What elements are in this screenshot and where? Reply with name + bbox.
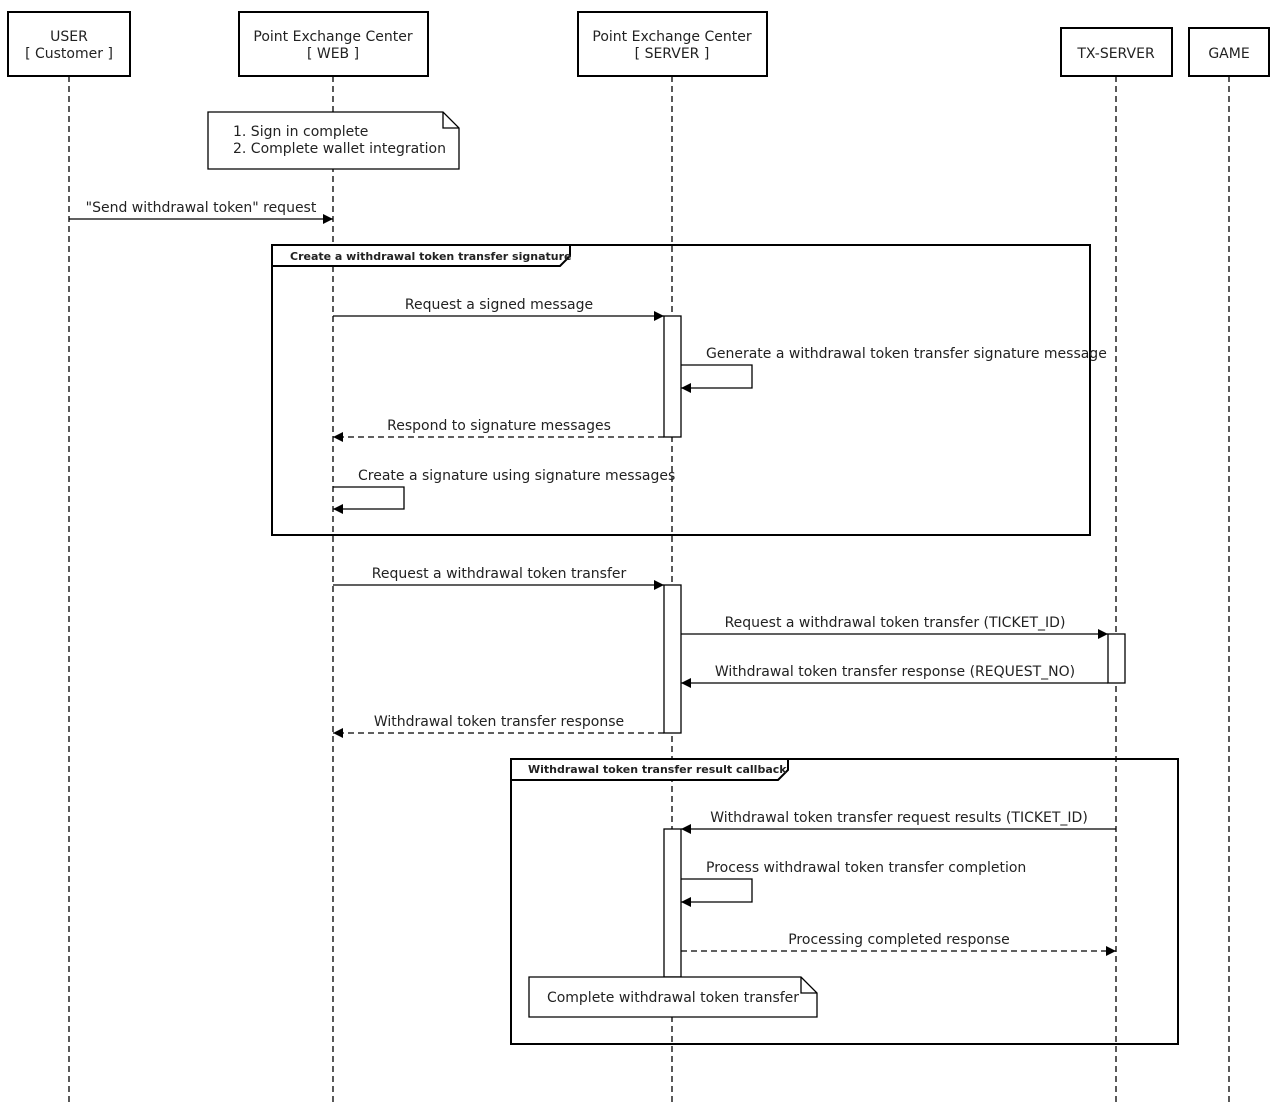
message-create-signature: Create a signature using signature messa… [333, 468, 675, 514]
activation-tx-server [1107, 633, 1126, 684]
frame-callback-label: Withdrawal token transfer result callbac… [528, 763, 787, 776]
message-label: Respond to signature messages [387, 418, 611, 434]
message-generate-signature-message: Generate a withdrawal token transfer sig… [681, 346, 1107, 393]
actor-server-name: Point Exchange Center [592, 29, 751, 45]
message-send-withdrawal-request: "Send withdrawal token" request [69, 200, 333, 224]
activation-server-1 [663, 315, 682, 438]
message-transfer-response: Withdrawal token transfer response [333, 714, 664, 738]
actor-user-role: [ Customer ] [25, 46, 113, 62]
actor-web-role: [ WEB ] [307, 46, 359, 62]
actor-game-name: GAME [1208, 46, 1249, 62]
frame-signature-label: Create a withdrawal token transfer signa… [290, 250, 571, 263]
message-label: Request a withdrawal token transfer (TIC… [725, 615, 1066, 631]
message-label: Withdrawal token transfer response (REQU… [715, 664, 1075, 680]
message-label: Processing completed response [788, 932, 1010, 948]
frame-callback: Withdrawal token transfer result callbac… [510, 758, 1179, 1045]
message-label: Withdrawal token transfer response [374, 714, 624, 730]
message-transfer-request-results: Withdrawal token transfer request result… [681, 810, 1116, 834]
message-label: Withdrawal token transfer request result… [710, 810, 1088, 826]
message-label: Request a withdrawal token transfer [372, 566, 627, 582]
activation-server-2 [663, 584, 682, 734]
note-complete-transfer: Complete withdrawal token transfer [528, 976, 818, 1018]
message-request-transfer-ticket: Request a withdrawal token transfer (TIC… [681, 615, 1108, 639]
actor-web-name: Point Exchange Center [253, 29, 412, 45]
actor-tx-server-name: TX-SERVER [1076, 46, 1155, 62]
message-label: Process withdrawal token transfer comple… [706, 860, 1026, 876]
frame-signature: Create a withdrawal token transfer signa… [271, 244, 1091, 536]
actor-user: USER [ Customer ] [7, 11, 131, 77]
note-preconditions-line2: 2. Complete wallet integration [233, 141, 446, 157]
message-request-withdrawal-transfer: Request a withdrawal token transfer [333, 566, 664, 590]
message-label: Generate a withdrawal token transfer sig… [706, 346, 1107, 362]
message-label: Request a signed message [405, 297, 593, 313]
activation-server-3 [663, 828, 682, 978]
note-complete-transfer-text: Complete withdrawal token transfer [547, 990, 799, 1006]
note-preconditions-line1: 1. Sign in complete [233, 124, 368, 140]
actor-web: Point Exchange Center [ WEB ] [238, 11, 429, 77]
actor-tx-server: TX-SERVER [1060, 27, 1173, 77]
message-process-transfer-completion: Process withdrawal token transfer comple… [681, 860, 1026, 907]
message-request-signed-message: Request a signed message [333, 297, 664, 321]
message-transfer-response-request-no: Withdrawal token transfer response (REQU… [681, 664, 1108, 688]
actor-user-name: USER [50, 29, 88, 45]
actor-game: GAME [1188, 27, 1270, 77]
actor-server: Point Exchange Center [ SERVER ] [577, 11, 768, 77]
message-respond-signature-messages: Respond to signature messages [333, 418, 664, 442]
message-label: Create a signature using signature messa… [358, 468, 675, 484]
note-preconditions: 1. Sign in complete 2. Complete wallet i… [207, 111, 460, 170]
message-label: "Send withdrawal token" request [86, 200, 317, 216]
message-processing-completed-response: Processing completed response [681, 932, 1116, 956]
actor-server-role: [ SERVER ] [635, 46, 710, 62]
